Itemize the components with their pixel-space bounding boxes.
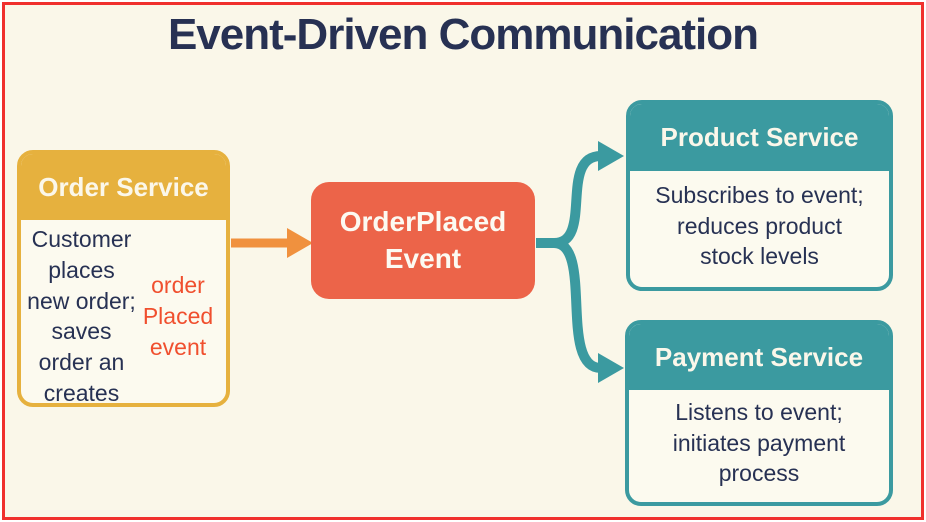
order-service-description: Customer places new order; saves order a… — [21, 220, 226, 407]
payment-service-title: Payment Service — [629, 324, 889, 390]
order-service-description-main: Customer places new order; saves order a… — [27, 226, 136, 407]
product-service-card: Product Service Subscribes to event; red… — [626, 100, 893, 291]
order-service-description-highlight: order Placed event — [142, 272, 214, 360]
order-service-title: Order Service — [21, 154, 226, 220]
order-service-card: Order Service Customer places new order;… — [17, 150, 230, 407]
product-service-title: Product Service — [630, 104, 889, 171]
payment-service-card: Payment Service Listens to event; initia… — [625, 320, 893, 506]
order-placed-event-label: OrderPlaced Event — [339, 206, 507, 274]
order-placed-event-node: OrderPlaced Event — [311, 182, 535, 299]
diagram-title: Event-Driven Communication — [167, 10, 759, 59]
payment-service-description: Listens to event; initiates payment proc… — [672, 398, 846, 487]
product-service-description: Subscribes to event; reduces product sto… — [655, 181, 864, 270]
